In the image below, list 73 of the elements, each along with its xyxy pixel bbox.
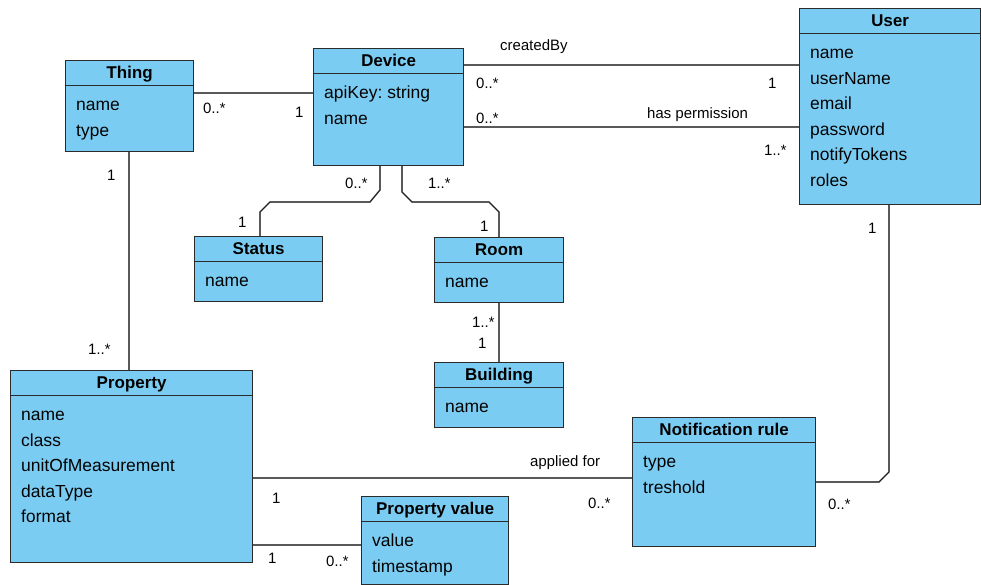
class-name: Thing — [66, 61, 193, 86]
multiplicity-label: 1 — [480, 218, 488, 235]
attribute-text: name — [810, 41, 854, 64]
multiplicity-label: 1 — [238, 214, 246, 231]
attribute-text: email — [810, 92, 852, 115]
class-box — [799, 8, 981, 205]
multiplicity-label: 1..* — [472, 314, 495, 331]
class-name: Notification rule — [633, 418, 815, 443]
association-line — [259, 166, 381, 236]
multiplicity-label: 0..* — [326, 553, 349, 570]
attribute-text: apiKey: string — [324, 81, 430, 104]
multiplicity-label: 1..* — [88, 341, 111, 358]
multiplicity-label: 1..* — [428, 175, 451, 192]
attribute-text: type — [76, 118, 110, 142]
multiplicity-label: 0..* — [828, 496, 851, 513]
attribute-text: name — [445, 270, 489, 293]
multiplicity-label: 1 — [478, 335, 486, 352]
edge-label: createdBy — [498, 37, 570, 54]
edge-label: applied for — [528, 453, 602, 470]
multiplicity-label: 1..* — [764, 142, 787, 159]
multiplicity-label: 1 — [295, 104, 304, 121]
class-box — [361, 496, 509, 585]
association-line — [498, 303, 500, 362]
association-line — [194, 92, 313, 94]
association-line — [464, 126, 799, 128]
attribute-text: name — [205, 269, 249, 292]
association-line — [128, 152, 130, 370]
attribute-text: password — [810, 118, 885, 141]
attribute-text: unitOfMeasurement — [21, 454, 175, 477]
association-line — [253, 544, 361, 546]
class-box — [434, 362, 564, 428]
class-name: Building — [435, 363, 563, 388]
attribute-text: name — [324, 106, 368, 130]
attribute-text: dataType — [21, 480, 93, 503]
attribute-text: name — [76, 93, 120, 116]
class-name: Device — [314, 49, 463, 74]
class-name: Status — [195, 237, 322, 262]
attribute-text: value — [372, 529, 414, 552]
multiplicity-label: 0..* — [588, 495, 611, 512]
attribute-text: name — [21, 403, 65, 426]
class-box — [65, 60, 194, 152]
attribute-text: name — [445, 395, 489, 418]
class-name: Property value — [362, 497, 508, 522]
class-box — [632, 417, 816, 547]
class-box — [194, 236, 323, 302]
association-line — [464, 64, 799, 66]
attribute-text: treshold — [643, 476, 706, 498]
class-name: Property — [11, 371, 252, 396]
multiplicity-label: 1 — [768, 75, 776, 92]
association-line — [401, 166, 500, 237]
edge-label: has permission — [645, 105, 750, 122]
attribute-text: userName — [810, 66, 891, 90]
attribute-text: roles — [810, 168, 848, 192]
attribute-text: timestamp — [372, 554, 453, 578]
class-box — [434, 237, 564, 303]
multiplicity-label: 0..* — [345, 175, 368, 192]
multiplicity-label: 1 — [868, 220, 876, 237]
multiplicity-label: 0..* — [476, 75, 499, 92]
attribute-text: format — [21, 505, 71, 528]
multiplicity-label: 0..* — [203, 100, 226, 117]
association-line — [816, 205, 890, 483]
class-name: User — [800, 9, 980, 34]
association-line — [253, 477, 632, 479]
class-name: Room — [435, 238, 563, 263]
multiplicity-label: 1 — [268, 550, 276, 567]
attribute-text: notifyTokens — [810, 143, 908, 166]
attribute-text: type — [643, 450, 676, 473]
class-box — [313, 48, 464, 166]
attribute-text: class — [21, 428, 61, 452]
multiplicity-label: 1 — [272, 490, 280, 507]
multiplicity-label: 1 — [107, 167, 116, 184]
multiplicity-label: 0..* — [476, 110, 499, 127]
class-box — [10, 370, 253, 563]
